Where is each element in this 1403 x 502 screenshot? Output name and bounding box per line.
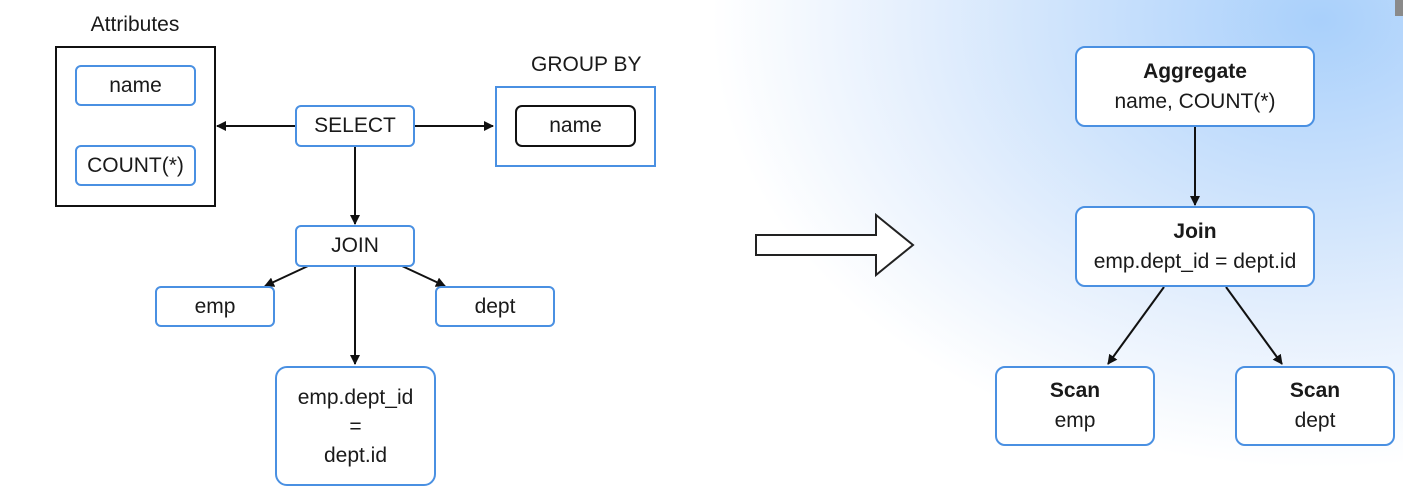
condition-operator: = — [349, 414, 362, 438]
plan-join-detail: emp.dept_id = dept.id — [1093, 249, 1297, 273]
join-to-dept-arrow — [401, 265, 446, 287]
join-to-scan-dept-arrow — [1225, 286, 1283, 365]
corner-tab — [1395, 0, 1403, 16]
attribute-name: name — [75, 65, 196, 106]
dept-node: dept — [435, 286, 555, 327]
group-by-name: name — [515, 105, 636, 147]
join-node: JOIN — [295, 225, 415, 267]
scan-emp-node: Scan emp — [995, 366, 1155, 446]
attribute-count: COUNT(*) — [75, 145, 196, 186]
aggregate-detail: name, COUNT(*) — [1114, 89, 1276, 113]
join-condition-node: emp.dept_id = dept.id — [275, 366, 436, 486]
join-to-emp-arrow — [264, 265, 309, 287]
scan-dept-node: Scan dept — [1235, 366, 1395, 446]
scan-dept-title: Scan — [1289, 379, 1341, 402]
scan-emp-title: Scan — [1049, 379, 1101, 402]
hollow-right-arrow-icon — [755, 212, 915, 278]
plan-join-node: Join emp.dept_id = dept.id — [1075, 206, 1315, 287]
scan-dept-detail: dept — [1294, 409, 1336, 432]
condition-right: dept.id — [323, 443, 388, 467]
aggregate-title: Aggregate — [1143, 59, 1247, 83]
select-node: SELECT — [295, 105, 415, 147]
condition-left: emp.dept_id — [297, 385, 414, 409]
emp-node: emp — [155, 286, 275, 327]
scan-emp-detail: emp — [1054, 409, 1096, 432]
plan-join-title: Join — [1173, 219, 1217, 243]
aggregate-node: Aggregate name, COUNT(*) — [1075, 46, 1315, 127]
join-to-scan-emp-arrow — [1107, 286, 1165, 365]
group-by-heading: GROUP BY — [531, 53, 642, 76]
attributes-heading: Attributes — [90, 13, 180, 36]
